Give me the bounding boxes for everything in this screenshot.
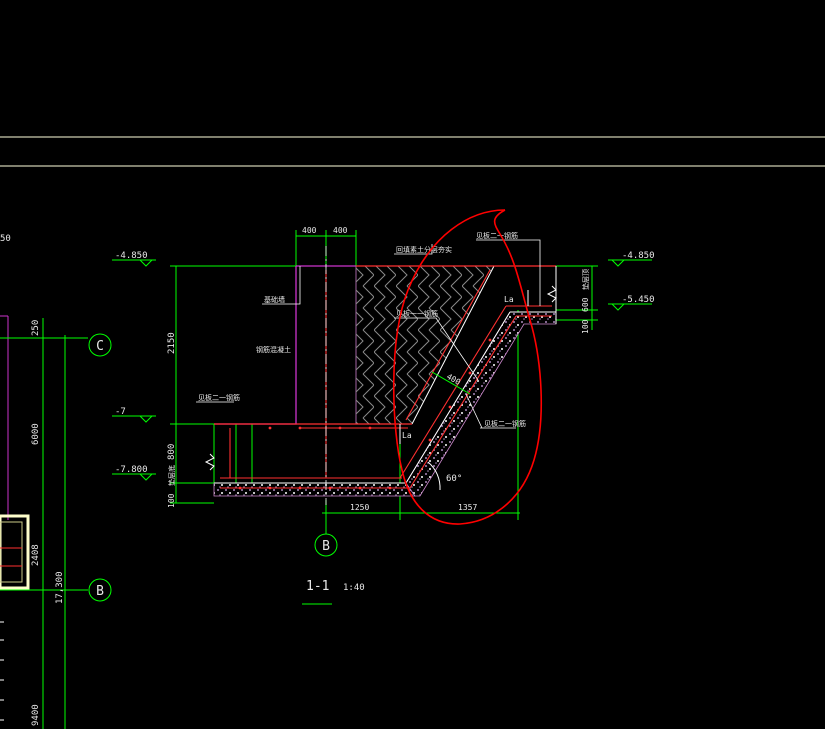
dim-800: 800: [167, 444, 177, 460]
left-dim-17300: 17,300: [55, 571, 65, 604]
anchor-ticks: [399, 290, 529, 444]
level-left-top: -4.850: [115, 251, 148, 261]
anchor-left: La: [402, 431, 412, 440]
dim-top-right: 400: [333, 226, 348, 235]
left-partial-plan: [0, 315, 88, 729]
slope-dim: [431, 371, 471, 395]
dim-2150: 2150: [167, 332, 177, 354]
dim-chain-right: [556, 265, 598, 330]
slab-lines: [214, 265, 556, 484]
level-left-bottom: -7.800: [115, 465, 148, 475]
base-label: 垫层底: [167, 465, 176, 486]
left-dim-2408: 2408: [31, 544, 41, 566]
level-marker-right-top: [608, 259, 652, 267]
dim-chain-left: [170, 265, 296, 504]
markup-circle: [392, 209, 543, 525]
note-rebar-top: 见板二一钢筋: [476, 231, 518, 240]
axis-bubble-c[interactable]: C: [88, 333, 112, 357]
section-scale: 1:40: [343, 583, 365, 593]
level-marker-right-mid: [608, 303, 652, 311]
dim-bottom-right: 1357: [458, 503, 477, 512]
dim-top-left: 400: [302, 226, 317, 235]
section-title: 1-1: [306, 579, 329, 594]
dim-angle: 60°: [446, 474, 462, 484]
level-marker-left-mid: [112, 415, 156, 423]
slab-cap-lines: [214, 265, 556, 425]
axis-bubble-b-left[interactable]: B: [88, 578, 112, 602]
note-rebar-low: 见板二一钢筋: [484, 419, 526, 428]
frame-lines: [0, 136, 825, 167]
axis-b2-label: B: [322, 539, 330, 554]
left-dim-250: 250: [31, 320, 41, 336]
dim-chain-bottom: [322, 310, 520, 520]
level-right-top: -4.850: [622, 251, 655, 261]
rebar-dots: [238, 338, 492, 490]
note-rebar-left: 见板二一钢筋: [198, 393, 240, 402]
right-label: 垫层顶: [581, 269, 590, 290]
dim-right-100: 100: [581, 319, 590, 334]
left-edge-dim: 50: [0, 234, 11, 244]
dim-right-600: 600: [581, 297, 590, 312]
note-top: 回填素土分层夯实: [396, 245, 452, 254]
left-dim-6000: 6000: [31, 423, 41, 445]
cushion-bottom: [213, 482, 416, 497]
axis-c-label: C: [96, 339, 104, 354]
level-left-mid: -7: [115, 407, 126, 417]
note-wall-label: 基础墙: [264, 295, 285, 304]
note-rebar-mid: 见板一一钢筋: [396, 309, 438, 318]
note-wall-name: 钢筋混凝土: [256, 345, 291, 354]
axis-b-label: B: [96, 584, 104, 599]
break-mark-right: [546, 285, 557, 303]
level-marker-left-top: [112, 259, 156, 267]
anchor-right: La: [504, 295, 514, 304]
level-marker-left-bottom: [112, 473, 156, 481]
leader-lines: [196, 239, 541, 429]
dim-bottom-left: 1250: [350, 503, 369, 512]
dim-100: 100: [167, 493, 176, 508]
angle-arc: [427, 461, 441, 491]
level-right-mid: -5.450: [622, 295, 655, 305]
break-mark-left: [204, 453, 215, 471]
left-dim-9400: 9400: [31, 704, 41, 726]
